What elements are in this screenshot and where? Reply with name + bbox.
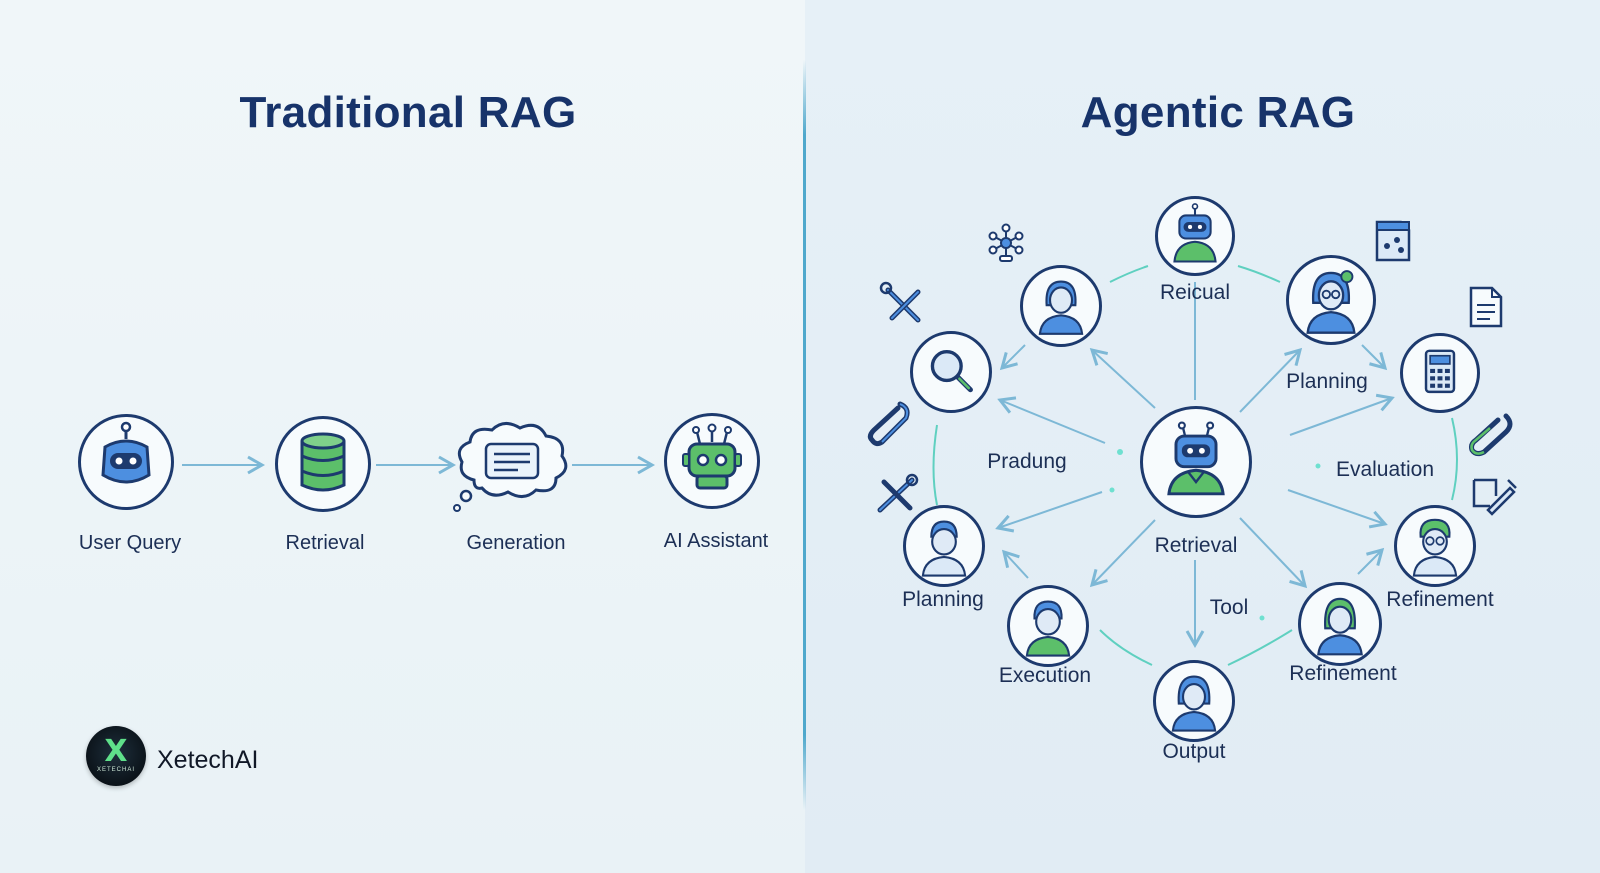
node-lower-left-label: Planning	[902, 588, 984, 611]
person-icon	[1171, 675, 1217, 732]
traditional-flow-arrows	[182, 455, 656, 475]
tools-icon	[872, 470, 922, 520]
spoke-right-lower	[1287, 489, 1388, 529]
outer-arrow	[999, 344, 1026, 371]
arrow-label-right: Evaluation	[1335, 458, 1435, 481]
spoke-lower-right	[1239, 517, 1308, 589]
node-lower-left-2-label: Execution	[998, 664, 1092, 687]
ring-arc	[1109, 265, 1149, 283]
robot-icon	[682, 423, 742, 490]
user-query-node	[78, 414, 174, 510]
spoke-lower-left	[1089, 519, 1156, 588]
generation-label: Generation	[466, 532, 566, 554]
document-chart-icon	[1373, 218, 1413, 264]
person-icon	[1025, 600, 1071, 657]
ring-arc	[1227, 629, 1293, 666]
outer-arrow	[1357, 547, 1385, 575]
robot-agent-icon	[1167, 421, 1225, 496]
retrieval-node	[275, 416, 371, 512]
retrieval-label: Retrieval	[285, 532, 365, 554]
ai-assistant-label: AI Assistant	[663, 530, 769, 552]
node-lower-left-2	[1007, 585, 1089, 667]
node-lower-right-2-label: Refinement	[1289, 662, 1397, 685]
node-lower-right-2	[1298, 582, 1382, 666]
database-icon	[300, 432, 346, 492]
node-top-label: Reicual	[1159, 281, 1231, 304]
calculator-icon	[1424, 349, 1456, 394]
person-icon	[1038, 280, 1084, 335]
ai-assistant-node	[664, 413, 760, 509]
logo-text: XETECHAI	[96, 767, 135, 773]
person-glasses-icon	[1412, 518, 1458, 577]
node-bottom	[1153, 660, 1235, 742]
sparkle	[1109, 487, 1115, 493]
brand-name: XetechAI	[157, 746, 259, 774]
spoke-right-upper	[1289, 393, 1395, 436]
person-icon	[921, 520, 967, 577]
hub-label: Retrieval	[1154, 534, 1238, 557]
outer-arrow	[1361, 344, 1388, 371]
thought-bubble-icon	[453, 422, 568, 512]
wrench-icon	[1466, 408, 1516, 458]
hub-node	[1140, 406, 1252, 518]
user-query-label: User Query	[78, 532, 182, 554]
pen-tool-icon	[1470, 474, 1518, 522]
tools-icon	[878, 280, 928, 330]
spoke-upper-right	[1239, 347, 1303, 413]
traditional-rag-title: Traditional RAG	[239, 88, 577, 137]
sparkle	[1117, 449, 1123, 455]
node-lower-left	[903, 505, 985, 587]
ring-arc	[1099, 629, 1153, 666]
arrow-label-left: Pradung	[987, 450, 1067, 473]
panel-divider	[803, 60, 806, 810]
molecule-icon	[985, 222, 1027, 264]
spoke-upper-left	[1089, 347, 1156, 409]
robot-head-icon	[101, 421, 151, 484]
sparkle	[1259, 615, 1265, 621]
xetechai-logo: X XETECHAI	[86, 726, 146, 786]
person-glasses-icon	[1306, 270, 1356, 334]
node-top	[1155, 196, 1235, 276]
spoke-left-lower	[995, 491, 1103, 533]
spoke-left-upper	[997, 396, 1106, 444]
ring-arc	[1237, 265, 1281, 283]
document-icon	[1468, 285, 1504, 329]
node-upper-right	[1286, 255, 1376, 345]
node-bottom-label: Output	[1162, 740, 1226, 763]
logo-mark: X	[104, 734, 128, 769]
sparkle	[1315, 463, 1321, 469]
node-calculator	[1400, 333, 1480, 413]
outer-arrow	[1001, 549, 1029, 579]
ring-arc	[932, 424, 938, 506]
ring-arc	[1451, 417, 1458, 501]
node-upper-right-label: Planning	[1286, 370, 1368, 393]
person-icon	[1317, 597, 1363, 656]
node-lower-right	[1394, 505, 1476, 587]
robot-agent-icon	[1173, 203, 1217, 263]
wrench-icon	[864, 398, 914, 448]
node-lower-right-label: Refinement	[1386, 588, 1494, 611]
magnifier-icon	[930, 350, 973, 393]
node-search	[910, 331, 992, 413]
agentic-rag-title: Agentic RAG	[1080, 88, 1356, 137]
node-upper-left	[1020, 265, 1102, 347]
arrow-label-bottom: Tool	[1209, 596, 1249, 619]
